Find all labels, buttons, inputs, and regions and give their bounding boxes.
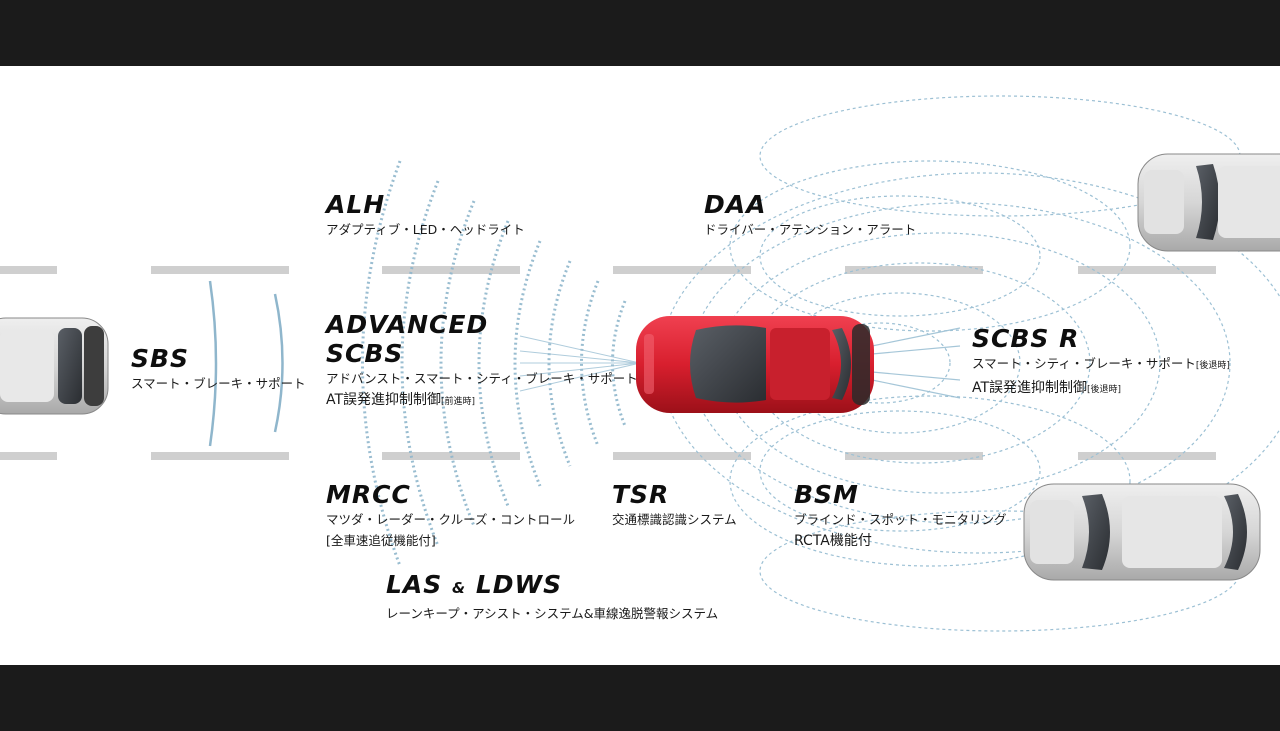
scbs-r-description-label: スマート・シティ・ブレーキ・サポート bbox=[972, 356, 1196, 371]
feature-advanced-scbs: ADVANCED SCBS アドバンスト・スマート・シティ・ブレーキ・サポート … bbox=[326, 310, 638, 413]
las-ldws-ampersand: & bbox=[452, 579, 467, 597]
bottom-right-car-icon bbox=[1023, 483, 1261, 581]
sbs-waves bbox=[208, 280, 284, 447]
scbs-r-at-control: AT誤発進抑制制御[後退時] bbox=[972, 377, 1230, 401]
mrcc-description: マツダ・レーダー・クルーズ・コントロール bbox=[326, 512, 576, 527]
feature-sbs: SBS スマート・ブレーキ・サポート bbox=[131, 344, 306, 394]
rear-beam bbox=[871, 327, 961, 399]
advanced-scbs-at-label: AT誤発進抑制制御 bbox=[326, 392, 442, 408]
lane-markings bbox=[0, 266, 1216, 460]
mrcc-title: MRCC bbox=[326, 480, 411, 509]
feature-mrcc: MRCC マツダ・レーダー・クルーズ・コントロール [全車速追従機能付] bbox=[326, 480, 575, 551]
advanced-scbs-title: ADVANCED SCBS bbox=[326, 310, 489, 368]
scbs-r-at-label: AT誤発進抑制制御 bbox=[972, 380, 1088, 396]
mrcc-note: [全車速追従機能付] bbox=[326, 533, 436, 548]
alh-description: アダプティブ・LED・ヘッドライト bbox=[326, 222, 525, 237]
scbs-r-title: SCBS R bbox=[972, 324, 1080, 353]
feature-tsr: TSR 交通標識認識システム bbox=[612, 480, 737, 530]
ldws-title: LDWS bbox=[475, 570, 563, 599]
bsm-title: BSM bbox=[794, 480, 859, 509]
scbs-r-description-note: [後退時] bbox=[1195, 361, 1230, 371]
top-right-car-icon bbox=[1137, 153, 1280, 252]
road-scene bbox=[0, 95, 1280, 632]
daa-title: DAA bbox=[704, 190, 767, 219]
front-sensor-waves bbox=[361, 160, 627, 567]
feature-daa: DAA ドライバー・アテンション・アラート bbox=[704, 190, 916, 240]
las-ldws-description: レーンキープ・アシスト・システム&車線逸脱警報システム bbox=[386, 606, 719, 621]
bsm-description: ブラインド・スポット・モニタリング bbox=[794, 512, 1007, 527]
bsm-rcta: RCTA機能付 bbox=[794, 533, 872, 549]
advanced-scbs-description: アドバンスト・スマート・シティ・ブレーキ・サポート bbox=[326, 371, 638, 386]
scbs-r-at-note: [後退時] bbox=[1087, 385, 1122, 395]
top-letterbox bbox=[0, 0, 1280, 66]
alh-title: ALH bbox=[326, 190, 386, 219]
feature-scbs-r: SCBS R スマート・シティ・ブレーキ・サポート[後退時] AT誤発進抑制制御… bbox=[972, 324, 1230, 401]
front-beam bbox=[519, 335, 641, 392]
sbs-title: SBS bbox=[131, 344, 190, 373]
bottom-letterbox bbox=[0, 665, 1280, 731]
las-title: LAS bbox=[386, 570, 443, 599]
tsr-description: 交通標識認識システム bbox=[612, 512, 737, 527]
feature-alh: ALH アダプティブ・LED・ヘッドライト bbox=[326, 190, 525, 240]
advanced-scbs-at-note: [前進時] bbox=[441, 397, 476, 407]
feature-las-ldws: LAS & LDWS レーンキープ・アシスト・システム&車線逸脱警報システム bbox=[386, 570, 718, 624]
feature-bsm: BSM ブラインド・スポット・モニタリング RCTA機能付 bbox=[794, 480, 1007, 552]
daa-description: ドライバー・アテンション・アラート bbox=[704, 222, 917, 237]
main-car-icon bbox=[636, 316, 874, 413]
safety-diagram: SBS スマート・ブレーキ・サポート ALH アダプティブ・LED・ヘッドライト… bbox=[0, 66, 1280, 665]
sbs-description: スマート・ブレーキ・サポート bbox=[131, 376, 306, 391]
advanced-scbs-at-control: AT誤発進抑制制御[前進時] bbox=[326, 389, 638, 413]
scbs-r-description: スマート・シティ・ブレーキ・サポート[後退時] bbox=[972, 353, 1230, 377]
tsr-title: TSR bbox=[612, 480, 670, 509]
las-ldws-title: LAS & LDWS bbox=[386, 570, 718, 603]
left-car-icon bbox=[0, 317, 109, 415]
